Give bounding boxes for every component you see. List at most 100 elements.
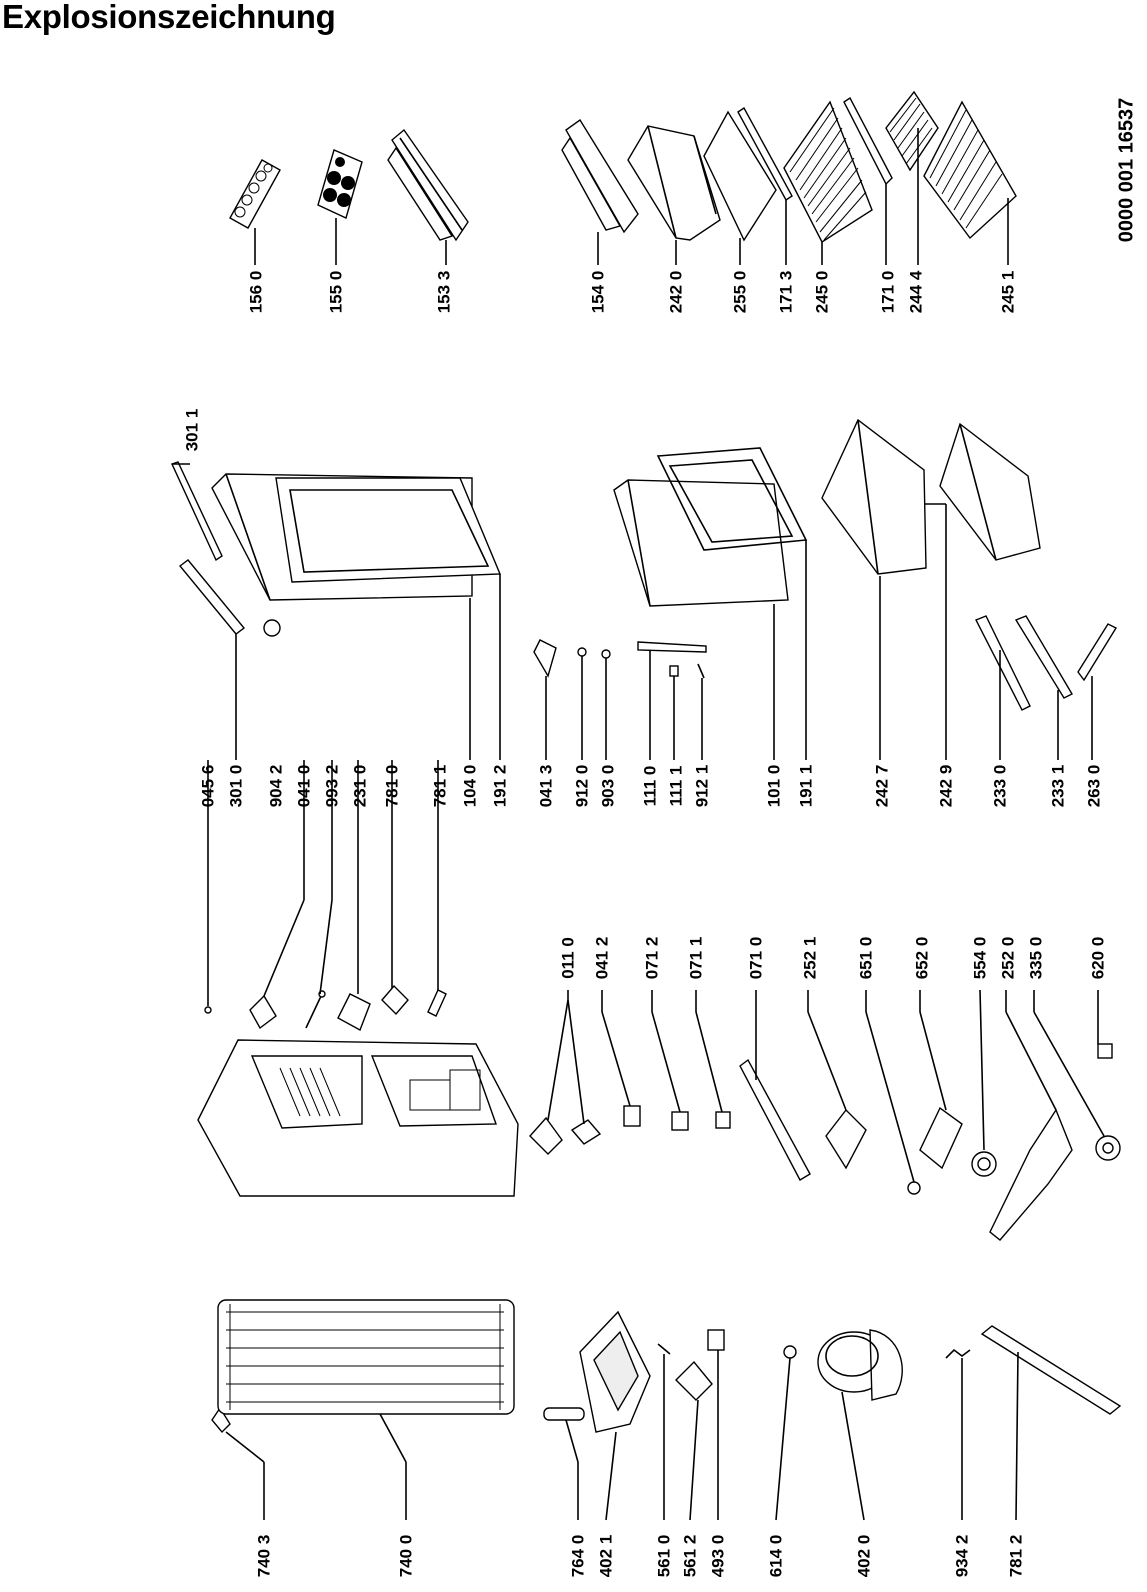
part-155-0-egg-tray [317, 149, 363, 219]
label-153-3: 153 3 [434, 270, 454, 314]
label-154-0: 154 0 [588, 270, 608, 314]
part-740-0-condenser [217, 1299, 515, 1415]
part-245-1-wire-shelf [923, 100, 1017, 240]
part-154-0-door-shelf [561, 118, 639, 234]
label-904-2: 904 2 [266, 764, 286, 808]
label-071-0: 071 0 [746, 936, 766, 980]
part-764-0-dryer [543, 1407, 585, 1421]
label-263-0: 263 0 [1084, 764, 1104, 808]
part-231-0-cover [337, 993, 371, 1031]
label-231-0: 231 0 [350, 764, 370, 808]
part-244-4-grid-shelf [885, 90, 939, 172]
label-171-3: 171 3 [776, 270, 796, 314]
label-191-1: 191 1 [796, 764, 816, 808]
label-912-0: 912 0 [572, 764, 592, 808]
label-242-9: 242 9 [936, 764, 956, 808]
label-561-2: 561 2 [680, 1534, 700, 1578]
label-651-0: 651 0 [856, 936, 876, 980]
label-903-0: 903 0 [598, 764, 618, 808]
label-740-3: 740 3 [254, 1534, 274, 1578]
part-171-0-strip [843, 96, 893, 186]
part-903-0-screw [601, 649, 611, 659]
part-111-0-bracket [637, 641, 707, 653]
label-402-1: 402 1 [596, 1534, 616, 1578]
part-904-2-cap [263, 619, 281, 637]
part-cabinet [197, 1039, 519, 1197]
part-781-2-base-rail [980, 1325, 1122, 1415]
part-614-0-grommet [783, 1345, 797, 1359]
label-301-1: 301 1 [182, 408, 202, 452]
label-740-0: 740 0 [396, 1534, 416, 1578]
part-740-3-clip [211, 1406, 231, 1434]
label-934-2: 934 2 [952, 1534, 972, 1578]
part-252-0-control-housing [989, 1108, 1073, 1241]
label-191-2: 191 2 [490, 764, 510, 808]
label-993-2: 993 2 [322, 764, 342, 808]
label-620-0: 620 0 [1088, 936, 1108, 980]
label-233-0: 233 0 [990, 764, 1010, 808]
part-233-0-rail [975, 615, 1031, 711]
label-402-0: 402 0 [854, 1534, 874, 1578]
part-245-0-wire-shelf [783, 100, 873, 244]
part-171-3-strip [737, 106, 793, 202]
label-242-7: 242 7 [872, 764, 892, 808]
part-191-2-door-seal [275, 477, 502, 583]
part-781-0-foot [381, 984, 409, 1016]
part-242-7-freezer-drawer [821, 418, 927, 575]
part-242-9-freezer-drawer [939, 422, 1041, 561]
label-245-0: 245 0 [812, 270, 832, 314]
part-993-2-spring [305, 990, 326, 1029]
part-233-1-rail [1014, 615, 1073, 699]
part-156-0-egg-tray [229, 159, 281, 229]
part-041-3-hinge [533, 639, 557, 678]
label-652-0: 652 0 [912, 936, 932, 980]
label-781-2: 781 2 [1006, 1534, 1026, 1578]
label-041-3: 041 3 [536, 764, 556, 808]
part-111-1-clip [669, 665, 679, 677]
label-561-0: 561 0 [654, 1534, 674, 1578]
part-263-0-rail [1077, 623, 1117, 682]
label-244-4: 244 4 [906, 270, 926, 314]
part-252-1-module [825, 1108, 867, 1170]
part-242-0-crisper [627, 125, 721, 241]
part-041-2-clip [623, 1105, 641, 1127]
part-561-2-relay [675, 1360, 713, 1401]
part-554-0-knob [971, 1151, 997, 1177]
part-071-2-clip [671, 1111, 689, 1131]
label-111-1: 111 1 [666, 765, 686, 807]
label-041-2: 041 2 [592, 936, 612, 980]
label-554-0: 554 0 [970, 936, 990, 980]
label-045-6: 045 6 [198, 764, 218, 808]
page-title: Explosionszeichnung [2, 0, 336, 35]
label-156-0: 156 0 [246, 270, 266, 314]
part-255-0-glass-plate [703, 110, 777, 242]
part-071-0-strip [739, 1058, 811, 1181]
label-252-1: 252 1 [800, 936, 820, 980]
part-071-1-clip [715, 1111, 731, 1129]
label-104-0: 104 0 [460, 764, 480, 808]
label-255-0: 255 0 [730, 270, 750, 314]
label-242-0: 242 0 [666, 270, 686, 314]
label-912-1: 912 1 [692, 764, 712, 808]
label-245-1: 245 1 [998, 270, 1018, 314]
label-493-0: 493 0 [708, 1534, 728, 1578]
part-561-0-clip [657, 1343, 671, 1355]
label-155-0: 155 0 [326, 270, 346, 314]
label-781-0: 781 0 [382, 764, 402, 808]
part-301-1-handle [171, 461, 223, 562]
part-402-1-tray [579, 1310, 651, 1433]
label-781-1: 781 1 [430, 764, 450, 808]
part-153-3-door-shelf [387, 128, 469, 242]
label-011-0: 011 0 [558, 937, 578, 979]
label-171-0: 171 0 [878, 270, 898, 314]
part-402-0-compressor [817, 1329, 903, 1401]
part-912-0-screw [577, 647, 587, 657]
label-071-1: 071 1 [686, 936, 706, 980]
label-301-0: 301 0 [226, 764, 246, 808]
label-252-0: 252 0 [998, 936, 1018, 980]
part-045-6-pin [204, 1006, 212, 1014]
part-041-0-hinge [249, 994, 277, 1030]
part-335-0-knob [1095, 1135, 1121, 1161]
label-071-2: 071 2 [642, 936, 662, 980]
